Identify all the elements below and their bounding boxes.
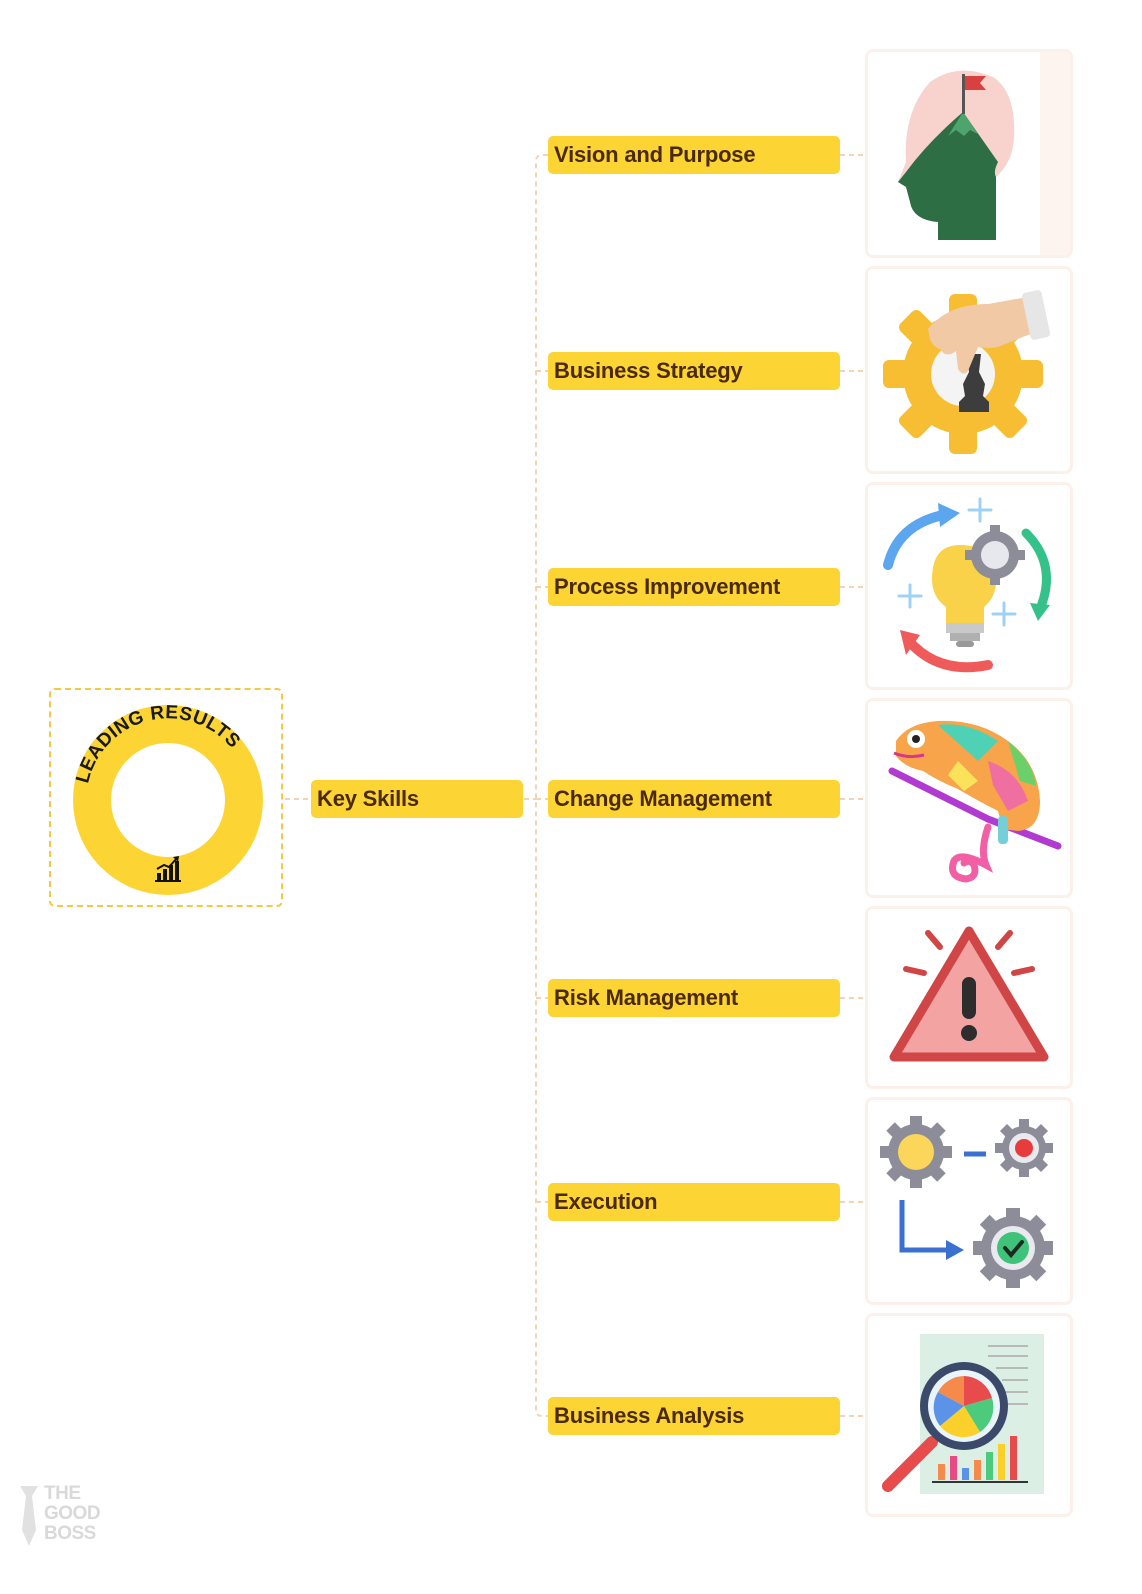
skill-change-management: Change Management — [548, 780, 840, 818]
root-node: LEADING RESULTS — [49, 688, 283, 907]
execution-image-card — [865, 1097, 1073, 1305]
chameleon-icon — [888, 720, 1062, 883]
skill-risk-management: Risk Management — [548, 979, 840, 1017]
key-skills-node: Key Skills — [311, 780, 523, 818]
skill-business-analysis: Business Analysis — [548, 1397, 840, 1435]
report-magnifier-icon — [882, 1334, 1044, 1494]
skill-execution: Execution — [548, 1183, 840, 1221]
risk-image-card — [865, 906, 1073, 1089]
process-image-card — [865, 482, 1073, 690]
change-image-card — [865, 698, 1073, 898]
warning-triangle-icon — [889, 926, 1049, 1062]
skill-vision-and-purpose: Vision and Purpose — [548, 136, 840, 174]
lightbulb-gear-cycle-icon — [883, 497, 1051, 673]
vision-image-card — [865, 49, 1073, 258]
mountain-head-flag-icon — [898, 52, 1070, 255]
gear-hand-chess-icon — [883, 290, 1051, 454]
logo-line-good: GOOD — [44, 1503, 101, 1524]
gears-flow-check-icon — [880, 1116, 1053, 1288]
growth-chart-icon — [155, 856, 181, 882]
the-good-boss-logo: THE GOOD BOSS — [16, 1484, 126, 1548]
logo-line-the: THE — [44, 1483, 81, 1504]
strategy-image-card — [865, 266, 1073, 474]
analysis-image-card — [865, 1313, 1073, 1517]
skill-business-strategy: Business Strategy — [548, 352, 840, 390]
logo-line-boss: BOSS — [44, 1523, 96, 1544]
skill-process-improvement: Process Improvement — [548, 568, 840, 606]
leading-results-ring: LEADING RESULTS — [72, 702, 263, 895]
tie-icon — [20, 1486, 38, 1546]
